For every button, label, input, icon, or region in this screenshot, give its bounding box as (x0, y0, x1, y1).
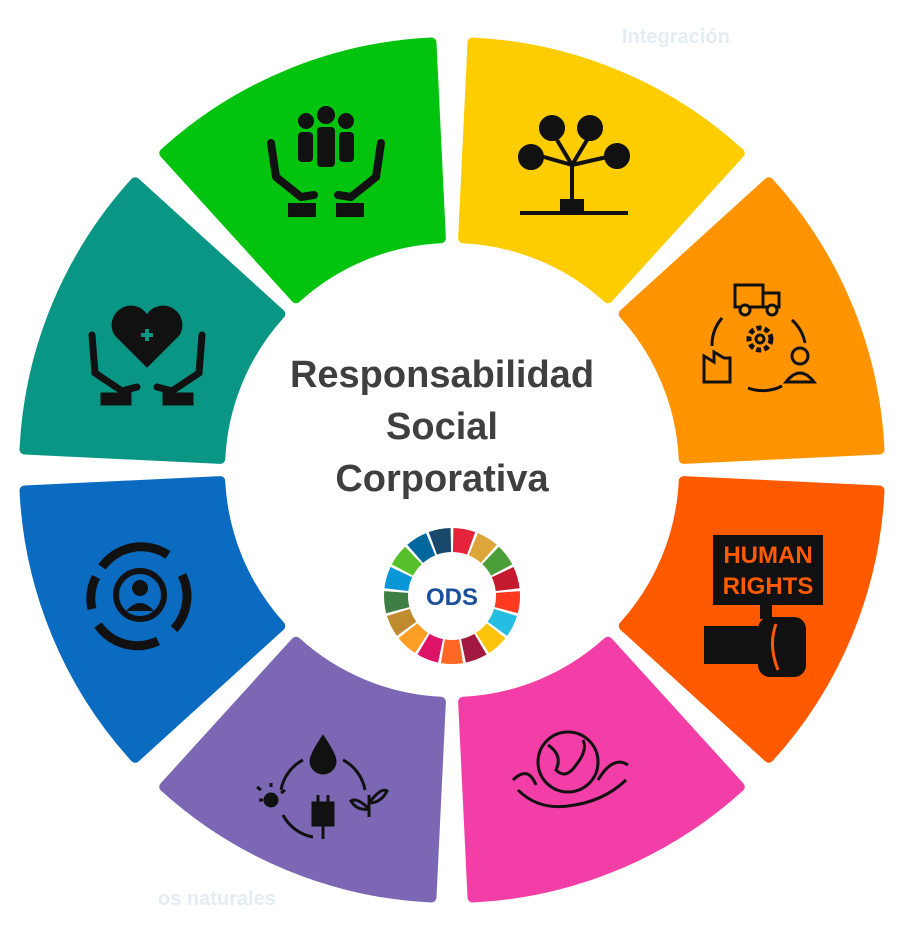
network-tree-icon (518, 115, 630, 215)
faded-heading-bottom: os naturales (158, 888, 276, 910)
segment-employees (19, 476, 286, 763)
ods-label: ODS (426, 584, 478, 611)
ods-wedge (384, 566, 413, 592)
heart-care-icon (88, 305, 206, 406)
ods-wedge (407, 533, 436, 563)
ods-wedge (428, 528, 452, 555)
ods-wedge (468, 533, 497, 563)
resources-cycle-icon (256, 734, 389, 839)
ods-wedge (460, 633, 487, 663)
ods-wedge (383, 591, 410, 614)
ods-wedge (440, 639, 464, 664)
title-line-3: Corporativa (335, 458, 549, 500)
ods-wedge (491, 566, 520, 592)
ods-wedge (398, 623, 429, 654)
segment-environment (458, 636, 745, 903)
ods-wedge (386, 608, 417, 636)
human-rights-fist-icon: HUMAN RIGHTS (704, 535, 823, 677)
ods-wedge (391, 546, 422, 576)
ods-wheel (383, 528, 520, 664)
segment-community (159, 37, 446, 304)
ods-wedge (475, 623, 506, 654)
segment-natural-resources (159, 636, 446, 903)
supply-chain-cycle-icon (702, 283, 818, 393)
person-cycle-icon (86, 542, 192, 651)
title-line-2: Social (386, 406, 498, 448)
community-hands-icon (267, 106, 385, 217)
ods-wedge (482, 546, 513, 576)
ods-wedge (487, 608, 518, 636)
title-line-1: Responsabilidad (289, 354, 595, 396)
human-rights-sign-line-2: RIGHTS (723, 573, 814, 600)
ods-wedge (494, 591, 520, 614)
ods-wedge (452, 528, 476, 555)
faded-heading-top: Integración (622, 26, 730, 48)
earth-hands-icon (511, 730, 629, 809)
segment-governance (458, 37, 745, 304)
ods-wedge (417, 633, 444, 663)
segment-supply-chain (618, 177, 885, 464)
human-rights-sign-line-1: HUMAN (723, 542, 812, 569)
